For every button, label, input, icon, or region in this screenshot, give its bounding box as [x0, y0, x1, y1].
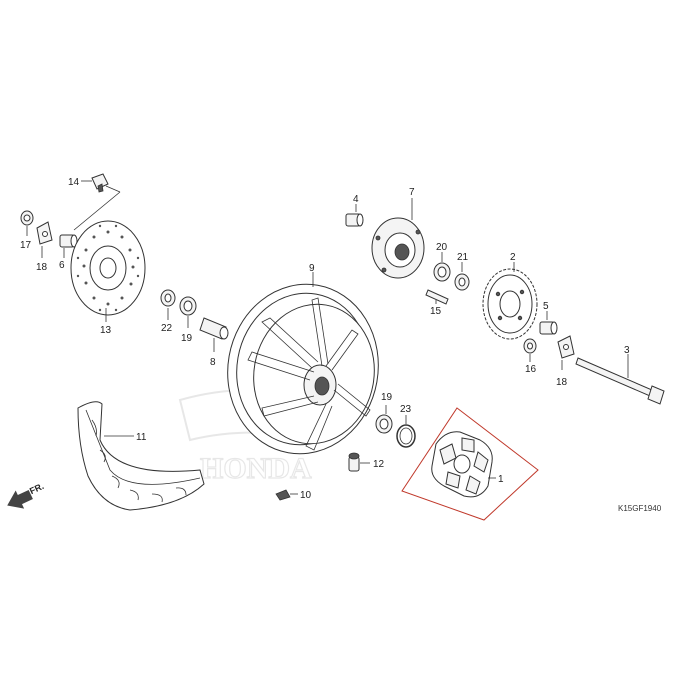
part-16-nut[interactable]	[523, 338, 537, 354]
callout-18-right: 18	[556, 377, 568, 388]
part-15-stud[interactable]	[425, 289, 449, 305]
callout-8: 8	[210, 357, 216, 368]
part-22-dust-seal[interactable]	[160, 289, 176, 307]
callout-12: 12	[373, 459, 385, 470]
part-6-collar[interactable]	[59, 234, 78, 248]
callout-21: 21	[457, 252, 469, 263]
part-18-bracket-left[interactable]	[36, 221, 53, 245]
callout-3: 3	[624, 345, 630, 356]
part-9-rear-wheel[interactable]	[214, 272, 391, 465]
part-14-bolt[interactable]	[91, 173, 109, 193]
part-19-bearing-right[interactable]	[375, 414, 393, 434]
part-1-wheel-damper[interactable]	[431, 431, 493, 498]
callout-11: 11	[136, 432, 147, 443]
callout-18-left: 18	[36, 262, 48, 273]
svg-text:HONDA: HONDA	[200, 452, 312, 485]
callout-2: 2	[510, 252, 516, 263]
callout-6: 6	[59, 260, 65, 271]
part-10-balance-weight[interactable]	[275, 489, 291, 501]
callout-9: 9	[309, 263, 315, 274]
callout-16: 16	[525, 364, 537, 375]
part-23-o-ring[interactable]	[396, 424, 416, 448]
callout-22: 22	[161, 323, 173, 334]
part-12-valve[interactable]	[348, 452, 360, 472]
callout-19-left: 19	[181, 333, 193, 344]
callout-1: 1	[498, 474, 504, 485]
part-2-driven-sprocket[interactable]	[482, 268, 538, 340]
part-17-nut[interactable]	[20, 210, 34, 226]
part-21-collar[interactable]	[454, 273, 470, 291]
callout-4: 4	[353, 194, 359, 205]
front-label: FR.	[28, 481, 45, 496]
part-20-bearing[interactable]	[433, 262, 451, 282]
callout-5: 5	[543, 301, 549, 312]
honda-watermark: HONDA	[178, 389, 332, 486]
callout-14: 14	[68, 177, 80, 188]
part-3-axle[interactable]	[575, 357, 665, 405]
part-11-tire[interactable]	[77, 401, 205, 511]
callout-15: 15	[430, 306, 442, 317]
part-4-collar[interactable]	[345, 213, 364, 227]
part-18-bracket-right[interactable]	[557, 335, 575, 359]
front-direction-arrow: FR.	[7, 481, 45, 509]
callout-10: 10	[300, 490, 312, 501]
callout-23: 23	[400, 404, 412, 415]
diagram-code: K15GF1940	[618, 504, 662, 513]
highlight-box	[401, 407, 539, 521]
callout-17: 17	[20, 240, 32, 251]
callout-7: 7	[409, 187, 415, 198]
part-19-bearing-left[interactable]	[179, 296, 197, 316]
callout-13: 13	[100, 325, 112, 336]
part-5-collar[interactable]	[539, 321, 558, 335]
callout-19-right: 19	[381, 392, 393, 403]
part-13-brake-disc[interactable]	[70, 220, 146, 316]
callout-20: 20	[436, 242, 448, 253]
part-8-spacer[interactable]	[199, 317, 229, 340]
part-7-final-driven-flange[interactable]	[371, 217, 425, 279]
